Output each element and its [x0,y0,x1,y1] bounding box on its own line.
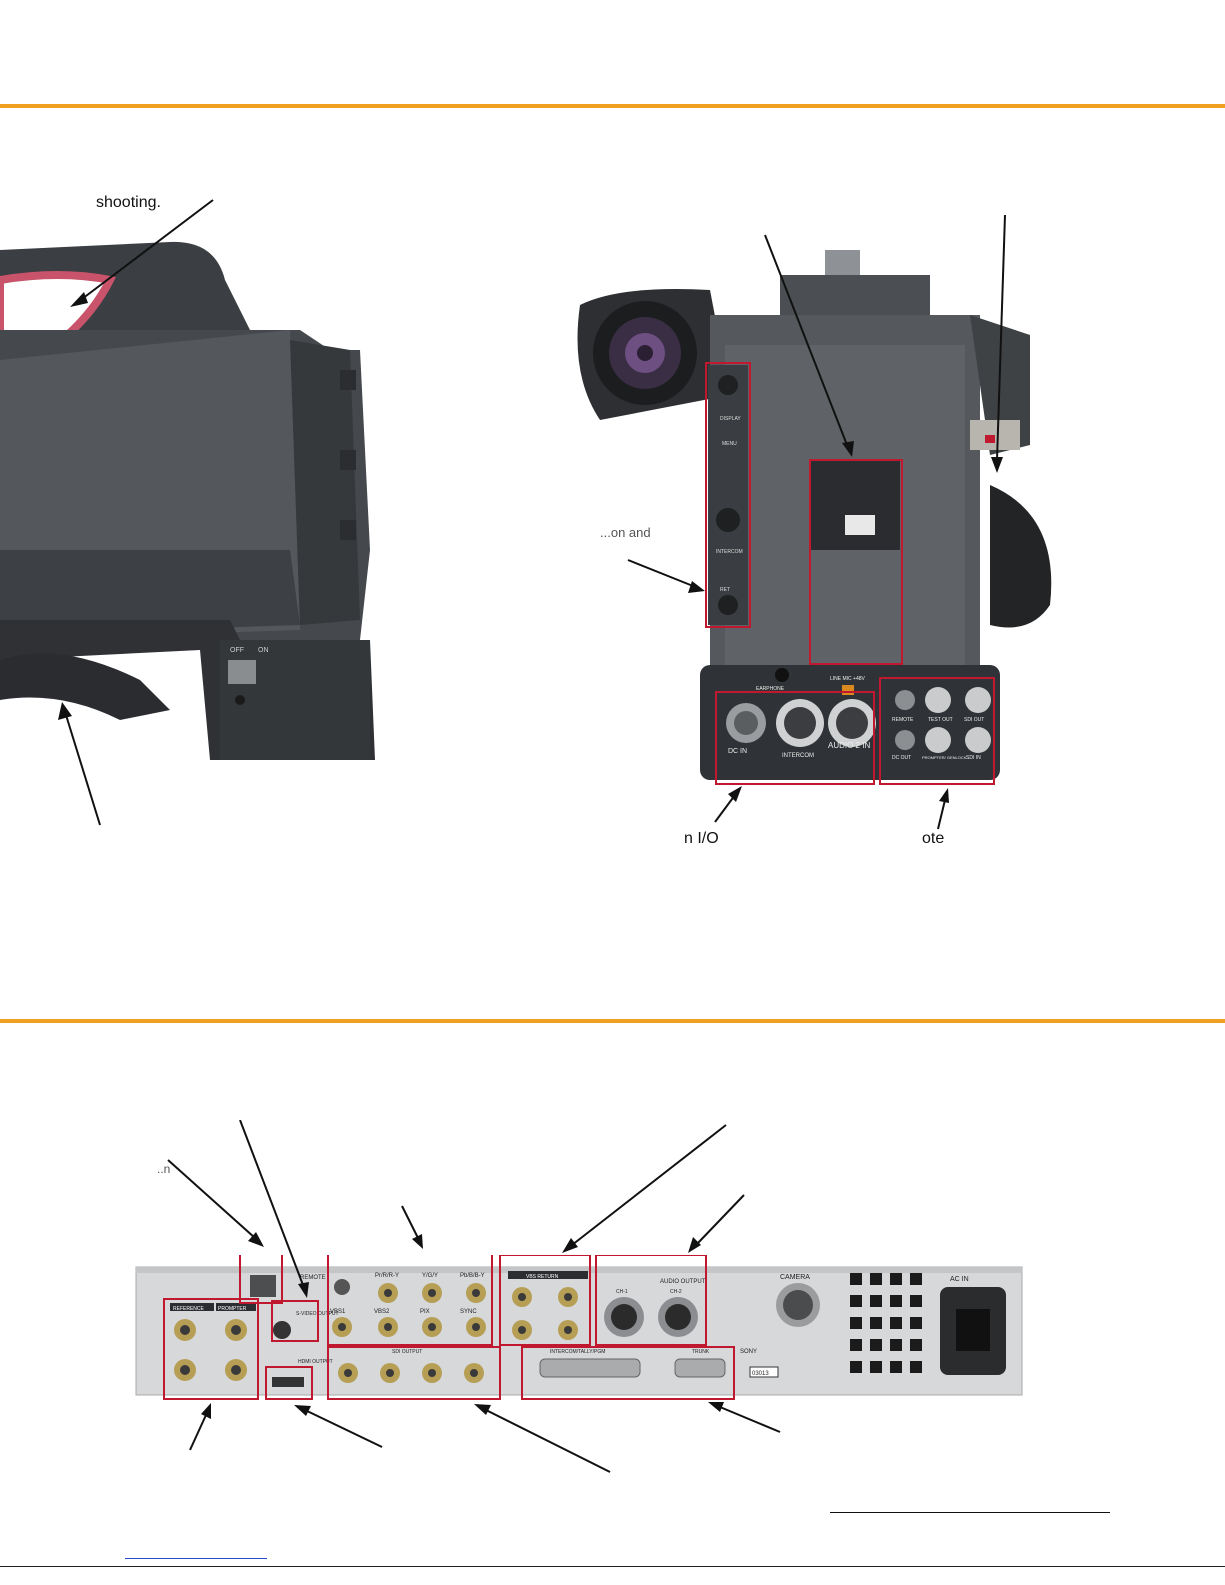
rear-prompter-label: PROMPTER/ GENLOCK [922,755,967,760]
rear-remote-io-box [879,677,995,785]
ccu-pix-label: PIX [420,1309,430,1315]
side-view-caption: shooting. [96,194,161,211]
camera-side-view-photo: OFF ON [0,241,375,760]
ccu-sync-label: SYNC [460,1309,477,1315]
camera-rear-view-photo: DISPLAY MENU INTERCOM RET EARPHONE LINE … [577,250,1052,785]
ccu-arrows [167,1120,781,1473]
ccu-vbs1-label: VBS1 [330,1309,346,1315]
rear-dc-out-label: DC OUT [892,755,911,761]
ccu-model-code: 03013 [752,1371,769,1377]
ccu-remote-label: REMOTE [300,1275,326,1281]
rear-bottom-left-label-fragment: n I/O [684,830,719,847]
ccu-hdmi-box [265,1366,313,1400]
ccu-sdi-output-label: SDI OUTPUT [392,1349,422,1355]
rear-display-label: DISPLAY [720,416,741,422]
rear-battery-mount-box [809,459,903,665]
top-orange-rule [0,104,1225,108]
rear-main-io-box [715,691,875,785]
ccu-analog-out-box [327,1255,493,1346]
ccu-audio-output-label: AUDIO OUTPUT [660,1279,706,1285]
ccu-top-left-fragment: ..n [157,1162,171,1176]
ccu-brand-label: SONY [740,1349,757,1355]
ccu-yg-label: Y/G/Y [422,1273,438,1279]
ccu-prompter-label: PROMPTER [218,1306,247,1312]
rear-menu-label: MENU [722,441,737,447]
ccu-ethernet-box [239,1255,283,1304]
ccu-vbs2-label: VBS2 [374,1309,390,1315]
side-view-arrows [58,199,214,826]
ccu-vbs-return-label: VBS RETURN [526,1274,559,1280]
ccu-svideo-box [271,1300,319,1342]
ccu-vbs-return-box [499,1255,591,1346]
ccu-hdmi-label: HDMI OUTPUT [298,1359,333,1365]
rear-remote-label: REMOTE [892,717,914,723]
ccu-intercom-trunk-box [521,1346,735,1400]
rear-earphone-label: EARPHONE [756,686,785,692]
rear-sdi-out-label: SDI OUT [964,717,984,723]
ccu-camera-label: CAMERA [780,1274,810,1281]
ccu-trunk-label: TRUNK [692,1349,710,1355]
page-bottom-rule [0,1566,1225,1567]
ccu-reference-prompter-box [163,1298,259,1400]
rear-line-mic-label: LINE MIC +48V [830,676,866,682]
ccu-intercom-label: INTERCOM/TALLY/PGM [550,1349,605,1355]
rear-bottom-right-label-fragment: ote [922,830,945,847]
ccu-rear-panel-photo: REFERENCE PROMPTER S-VIDEO OUTPUT HDMI O… [135,1255,1023,1400]
rear-test-out-label: TEST OUT [928,717,953,723]
ccu-audio-out-box [595,1255,707,1346]
footer-link-underline [125,1558,267,1559]
rear-side-controls-box [705,362,751,628]
ccu-ac-in-label: AC IN [950,1276,969,1283]
ccu-sdi-out-box [327,1346,501,1400]
rear-intercom-label: INTERCOM [716,549,743,555]
rear-sdi-in-label: SDI IN [966,755,981,761]
switch-off-label: OFF [230,647,244,654]
rear-dc-in-label: DC IN [728,748,747,755]
ccu-reference-label: REFERENCE [173,1306,205,1312]
ccu-ch1-label: CH-1 [616,1289,628,1295]
rear-intercom-conn-label: INTERCOM [782,753,814,759]
rear-view-arrows [627,214,1006,830]
rear-left-label-fragment: ...on and [600,525,651,540]
ccu-pr-label: Pr/R/R-Y [375,1273,399,1279]
rear-ret-label: RET [720,587,730,593]
ccu-ch2-label: CH-2 [670,1289,682,1295]
footer-rule [830,1512,1110,1513]
rear-audio2-label: AUDIO 2 IN [828,741,870,750]
middle-orange-rule [0,1019,1225,1023]
ccu-pb-label: Pb/B/B-Y [460,1273,485,1279]
switch-on-label: ON [258,647,269,654]
